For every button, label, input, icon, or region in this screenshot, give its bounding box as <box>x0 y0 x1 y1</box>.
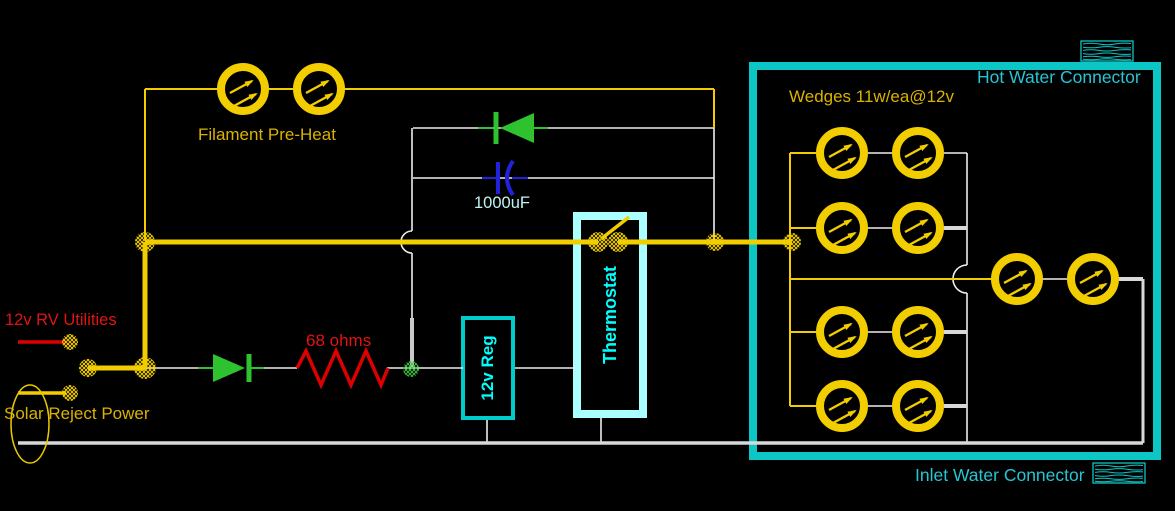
preheat-lamp-2[interactable] <box>297 67 341 111</box>
wedge-lamp-r3c2[interactable] <box>896 310 940 354</box>
wedge-lamp-r4c1[interactable] <box>820 384 864 428</box>
capacitor-value-label: 1000uF <box>474 194 530 212</box>
diode-bottom[interactable] <box>198 354 264 382</box>
junction-dot <box>79 359 97 377</box>
hot-water-connector-label: Hot Water Connector <box>977 67 1141 87</box>
junction-dot <box>706 233 724 251</box>
thermostat-switch[interactable] <box>588 215 631 252</box>
resistor[interactable] <box>295 346 390 390</box>
wedge-lamp-mid-1[interactable] <box>995 257 1039 301</box>
inlet-water-connector-symbol[interactable] <box>1092 462 1146 484</box>
preheat-lamp-1[interactable] <box>221 67 265 111</box>
wedges-rating-label: Wedges 11w/ea@12v <box>789 87 955 106</box>
junction-dot <box>783 233 801 251</box>
wedge-lamp-r1c2[interactable] <box>896 131 940 175</box>
wedge-lamp-r4c2[interactable] <box>896 384 940 428</box>
resistor-value-label: 68 ohms <box>306 331 371 350</box>
hot-water-connector-symbol[interactable] <box>1080 40 1134 62</box>
wedge-lamp-r2c1[interactable] <box>820 206 864 250</box>
wedge-lamp-r3c1[interactable] <box>820 310 864 354</box>
solar-highlight-ellipse <box>10 384 50 464</box>
thermostat-box[interactable] <box>573 212 647 418</box>
wedge-lamp-r2c2[interactable] <box>896 206 940 250</box>
wedge-lamp-mid-2[interactable] <box>1071 257 1115 301</box>
thermostat-label: Thermostat <box>600 266 620 364</box>
diode-top[interactable] <box>478 112 548 144</box>
junction-dot-green <box>403 361 419 377</box>
junction-dots <box>62 232 801 401</box>
junction-dot <box>134 357 156 379</box>
wedge-lamp-r1c1[interactable] <box>820 131 864 175</box>
rv-utilities-label: 12v RV Utilities <box>5 311 117 329</box>
inlet-water-connector-label: Inlet Water Connector <box>915 465 1085 485</box>
water-heater-tank-box[interactable] <box>749 62 1161 460</box>
main-power-bus <box>88 239 792 371</box>
solar-reject-label: Solar Reject Power <box>4 404 150 423</box>
regulator-label: 12v Reg <box>478 335 497 400</box>
terminal-dot-rv-utilities <box>62 334 78 350</box>
filament-preheat-label: Filament Pre-Heat <box>198 125 336 144</box>
terminal-dot-solar-reject <box>62 385 78 401</box>
junction-dot <box>135 232 155 252</box>
white-wires <box>18 127 1145 445</box>
capacitor[interactable] <box>482 159 528 197</box>
